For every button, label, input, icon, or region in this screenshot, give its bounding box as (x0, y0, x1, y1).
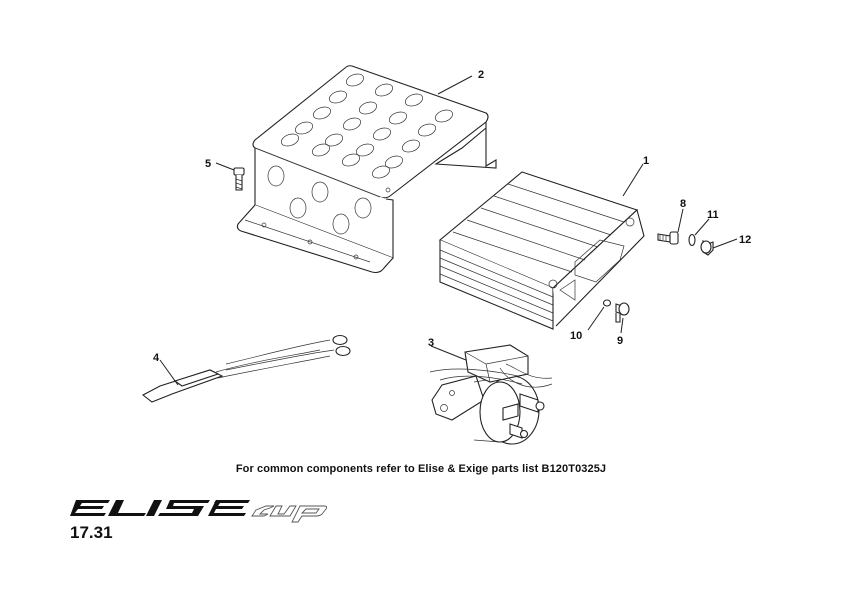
callout-5: 5 (205, 158, 211, 170)
mounting-tray (236, 65, 497, 274)
cup-wordmark (251, 505, 328, 523)
callout-2: 2 (478, 69, 484, 81)
parts-list-note: For common components refer to Elise & E… (235, 463, 607, 475)
sensor-lead-part-4 (141, 334, 351, 403)
bolt-part-9 (615, 302, 630, 323)
callout-12: 12 (739, 234, 751, 246)
callout-4: 4 (153, 352, 160, 364)
callout-labels: 1 2 3 4 5 8 9 10 11 12 (153, 69, 751, 364)
stud-part-8 (657, 231, 679, 245)
elise-cup-logo (70, 500, 328, 523)
leader-lines (159, 75, 738, 386)
callout-11: 11 (707, 209, 719, 221)
page-number: 17.31 (70, 523, 113, 542)
callout-8: 8 (680, 198, 686, 210)
callout-1: 1 (643, 155, 649, 167)
elise-wordmark (70, 500, 250, 516)
callout-3: 3 (428, 337, 434, 349)
bolt-part-5 (233, 167, 245, 191)
relay-part-3 (429, 344, 553, 445)
washer-part-10 (602, 299, 612, 307)
callout-10: 10 (570, 330, 582, 342)
callout-9: 9 (617, 335, 623, 347)
washer-part-11 (688, 233, 696, 247)
control-module (438, 171, 645, 330)
nut-part-12 (700, 240, 714, 256)
